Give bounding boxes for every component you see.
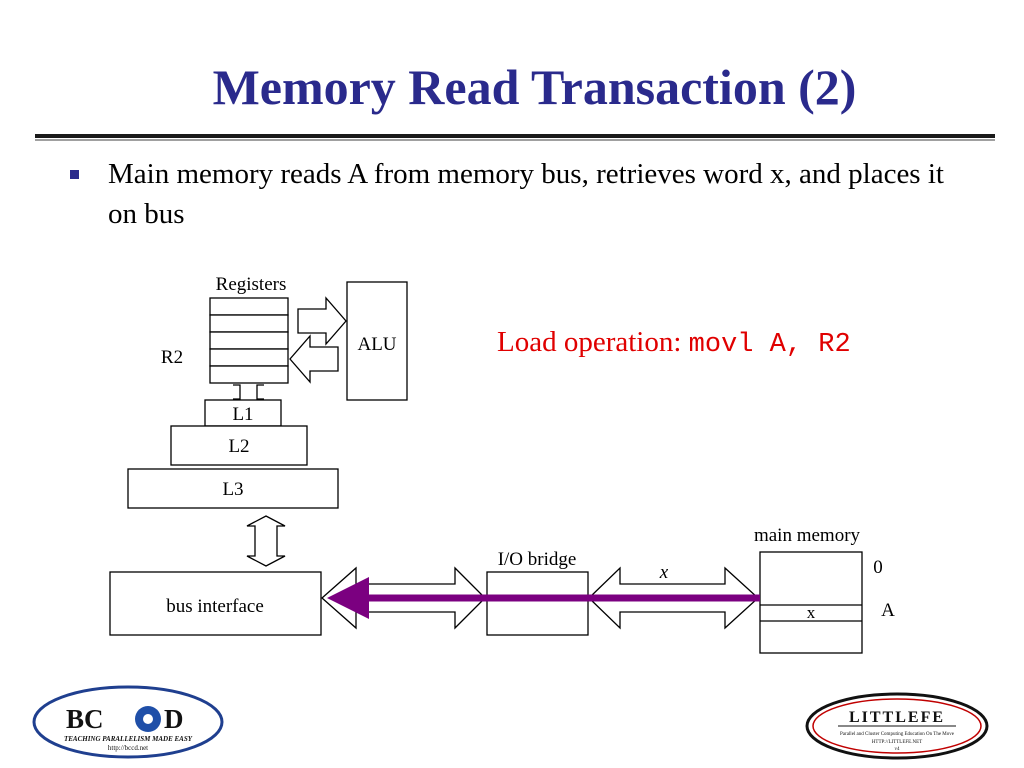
- title-divider-shadow: [35, 139, 995, 141]
- l2-cache-box: [170, 425, 308, 466]
- svg-text:BC: BC: [66, 704, 104, 734]
- bullet-marker: [70, 170, 79, 179]
- l1-label: L1: [232, 404, 253, 425]
- littlefe-logo: LITTLEFE Parallel and Cluster Computing …: [805, 692, 989, 760]
- register-l1-connector: [233, 384, 264, 400]
- bccd-logo: BC D TEACHING PARALLELISM MADE EASY http…: [32, 685, 224, 759]
- svg-text:LITTLEFE: LITTLEFE: [849, 709, 945, 726]
- main-memory-box: [759, 551, 863, 654]
- register-to-alu-arrow: [297, 296, 347, 346]
- svg-text:v4: v4: [895, 747, 901, 752]
- registers-label: Registers: [216, 274, 287, 295]
- io-bridge-label: I/O bridge: [498, 549, 577, 570]
- alu-box: [346, 281, 408, 401]
- address-a-label: A: [881, 600, 895, 621]
- memory-bus-value: x: [659, 562, 669, 583]
- alu-label: ALU: [357, 334, 396, 355]
- main-memory-label: main memory: [754, 525, 861, 546]
- r2-label: R2: [161, 347, 183, 368]
- alu-to-register-arrow: [289, 334, 339, 384]
- load-operation: Load operation: movl A, R2: [497, 326, 851, 360]
- svg-text:Parallel and Cluster Computing: Parallel and Cluster Computing Education…: [840, 732, 955, 737]
- memory-cell-value: x: [807, 603, 816, 622]
- bus-interface-box: [109, 571, 322, 636]
- slide-title: Memory Read Transaction (2): [212, 59, 857, 115]
- io-bridge-box: [486, 571, 589, 636]
- svg-text:HTTP://LITTLEFE.NET: HTTP://LITTLEFE.NET: [872, 740, 922, 745]
- svg-text:D: D: [164, 704, 184, 734]
- load-operation-code: movl A, R2: [688, 330, 851, 360]
- bus-interface-label: bus interface: [166, 596, 264, 617]
- address-zero-label: 0: [873, 557, 883, 578]
- cache-bus-interface-arrow: [246, 515, 286, 567]
- svg-text:TEACHING PARALLELISM MADE EASY: TEACHING PARALLELISM MADE EASY: [64, 735, 193, 743]
- l2-label: L2: [228, 436, 249, 457]
- l3-label: L3: [222, 479, 243, 500]
- load-operation-label: Load operation:: [497, 326, 689, 358]
- bullet-text: Main memory reads A from memory bus, ret…: [108, 158, 944, 230]
- title-divider: [35, 134, 995, 138]
- register-file: [209, 297, 289, 384]
- svg-text:http://bccd.net: http://bccd.net: [108, 744, 148, 752]
- l3-cache-box: [127, 468, 339, 509]
